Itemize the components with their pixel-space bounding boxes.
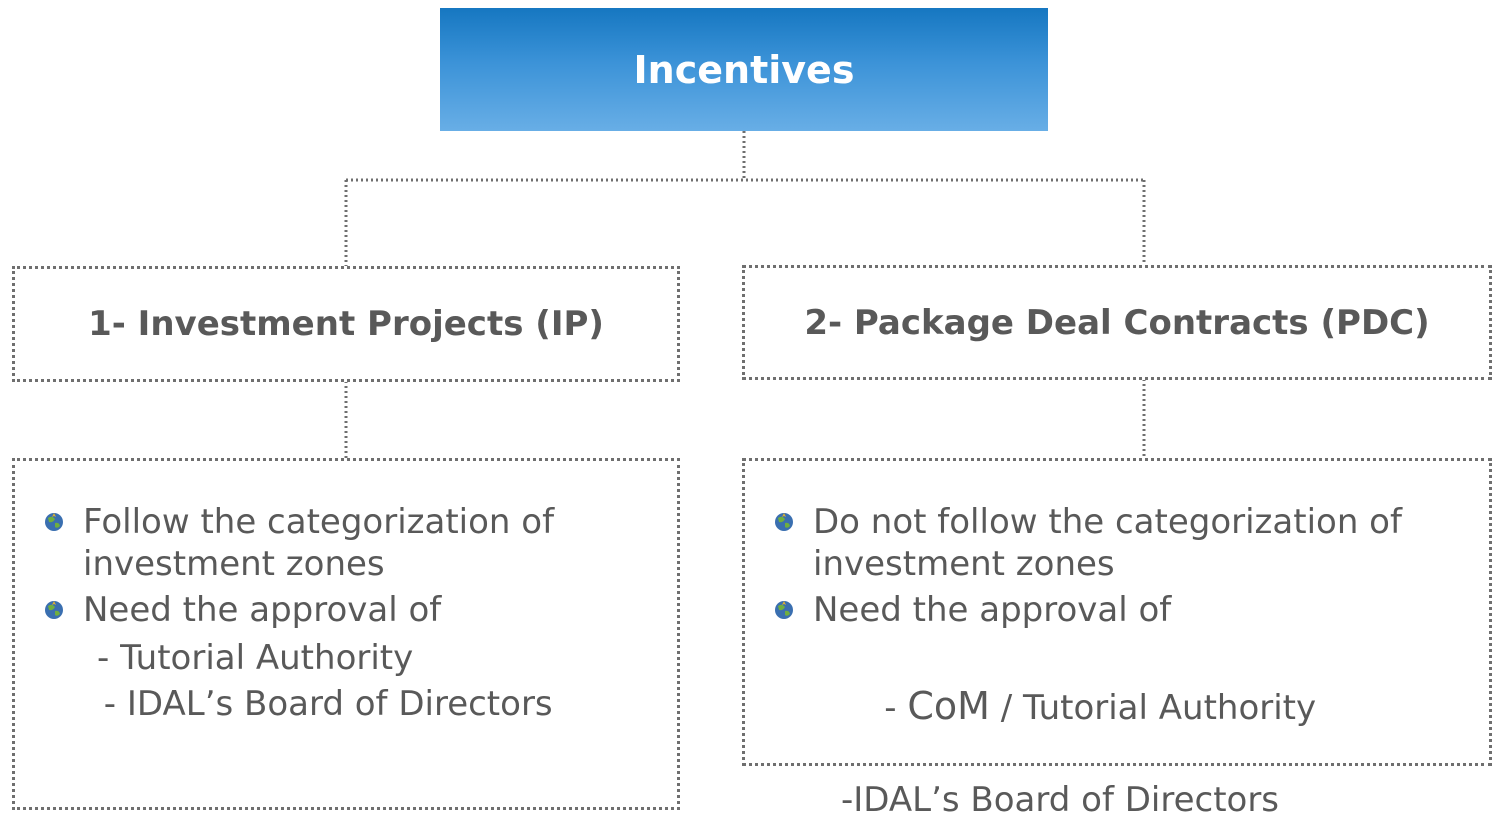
- bullet-item: Do not follow the categorization of inve…: [773, 501, 1489, 585]
- category-label: 2- Package Deal Contracts (PDC): [804, 302, 1430, 343]
- category-node-investment-projects: 1- Investment Projects (IP): [12, 266, 680, 382]
- approval-item: - IDAL’s Board of Directors: [93, 684, 553, 724]
- bullet-item: Follow the categorization of investment …: [43, 501, 677, 585]
- bullet-text: Do not follow the categorization of inve…: [813, 502, 1402, 584]
- approval-com: CoM: [907, 684, 990, 728]
- detail-node-package-deal-contracts: Do not follow the categorization of inve…: [742, 458, 1492, 820]
- approval-rest: / Tutorial Authority: [989, 688, 1317, 728]
- bullet-item: Need the approval of: [773, 589, 1489, 631]
- category-node-package-deal-contracts: 2- Package Deal Contracts (PDC): [742, 265, 1492, 380]
- globe-bullet-icon: [45, 601, 63, 619]
- approval-item: -IDAL’s Board of Directors: [841, 780, 1280, 820]
- bullet-text: Follow the categorization of investment …: [83, 502, 555, 584]
- detail-node-investment-projects: Follow the categorization of investment …: [12, 458, 680, 810]
- category-label: 1- Investment Projects (IP): [88, 304, 604, 344]
- bullet-text: Need the approval of: [83, 590, 442, 630]
- globe-bullet-icon: [775, 601, 793, 619]
- bullet-text: Need the approval of: [813, 590, 1172, 630]
- root-node-incentives: Incentives: [440, 8, 1048, 131]
- approval-item: - Tutorial Authority: [97, 638, 414, 678]
- bullet-item: Need the approval of: [43, 589, 677, 631]
- root-node-label: Incentives: [633, 47, 855, 92]
- globe-bullet-icon: [775, 513, 793, 531]
- approval-item: - CoM / Tutorial Authority: [841, 637, 1489, 777]
- globe-bullet-icon: [45, 513, 63, 531]
- approval-prefix: -: [884, 688, 908, 728]
